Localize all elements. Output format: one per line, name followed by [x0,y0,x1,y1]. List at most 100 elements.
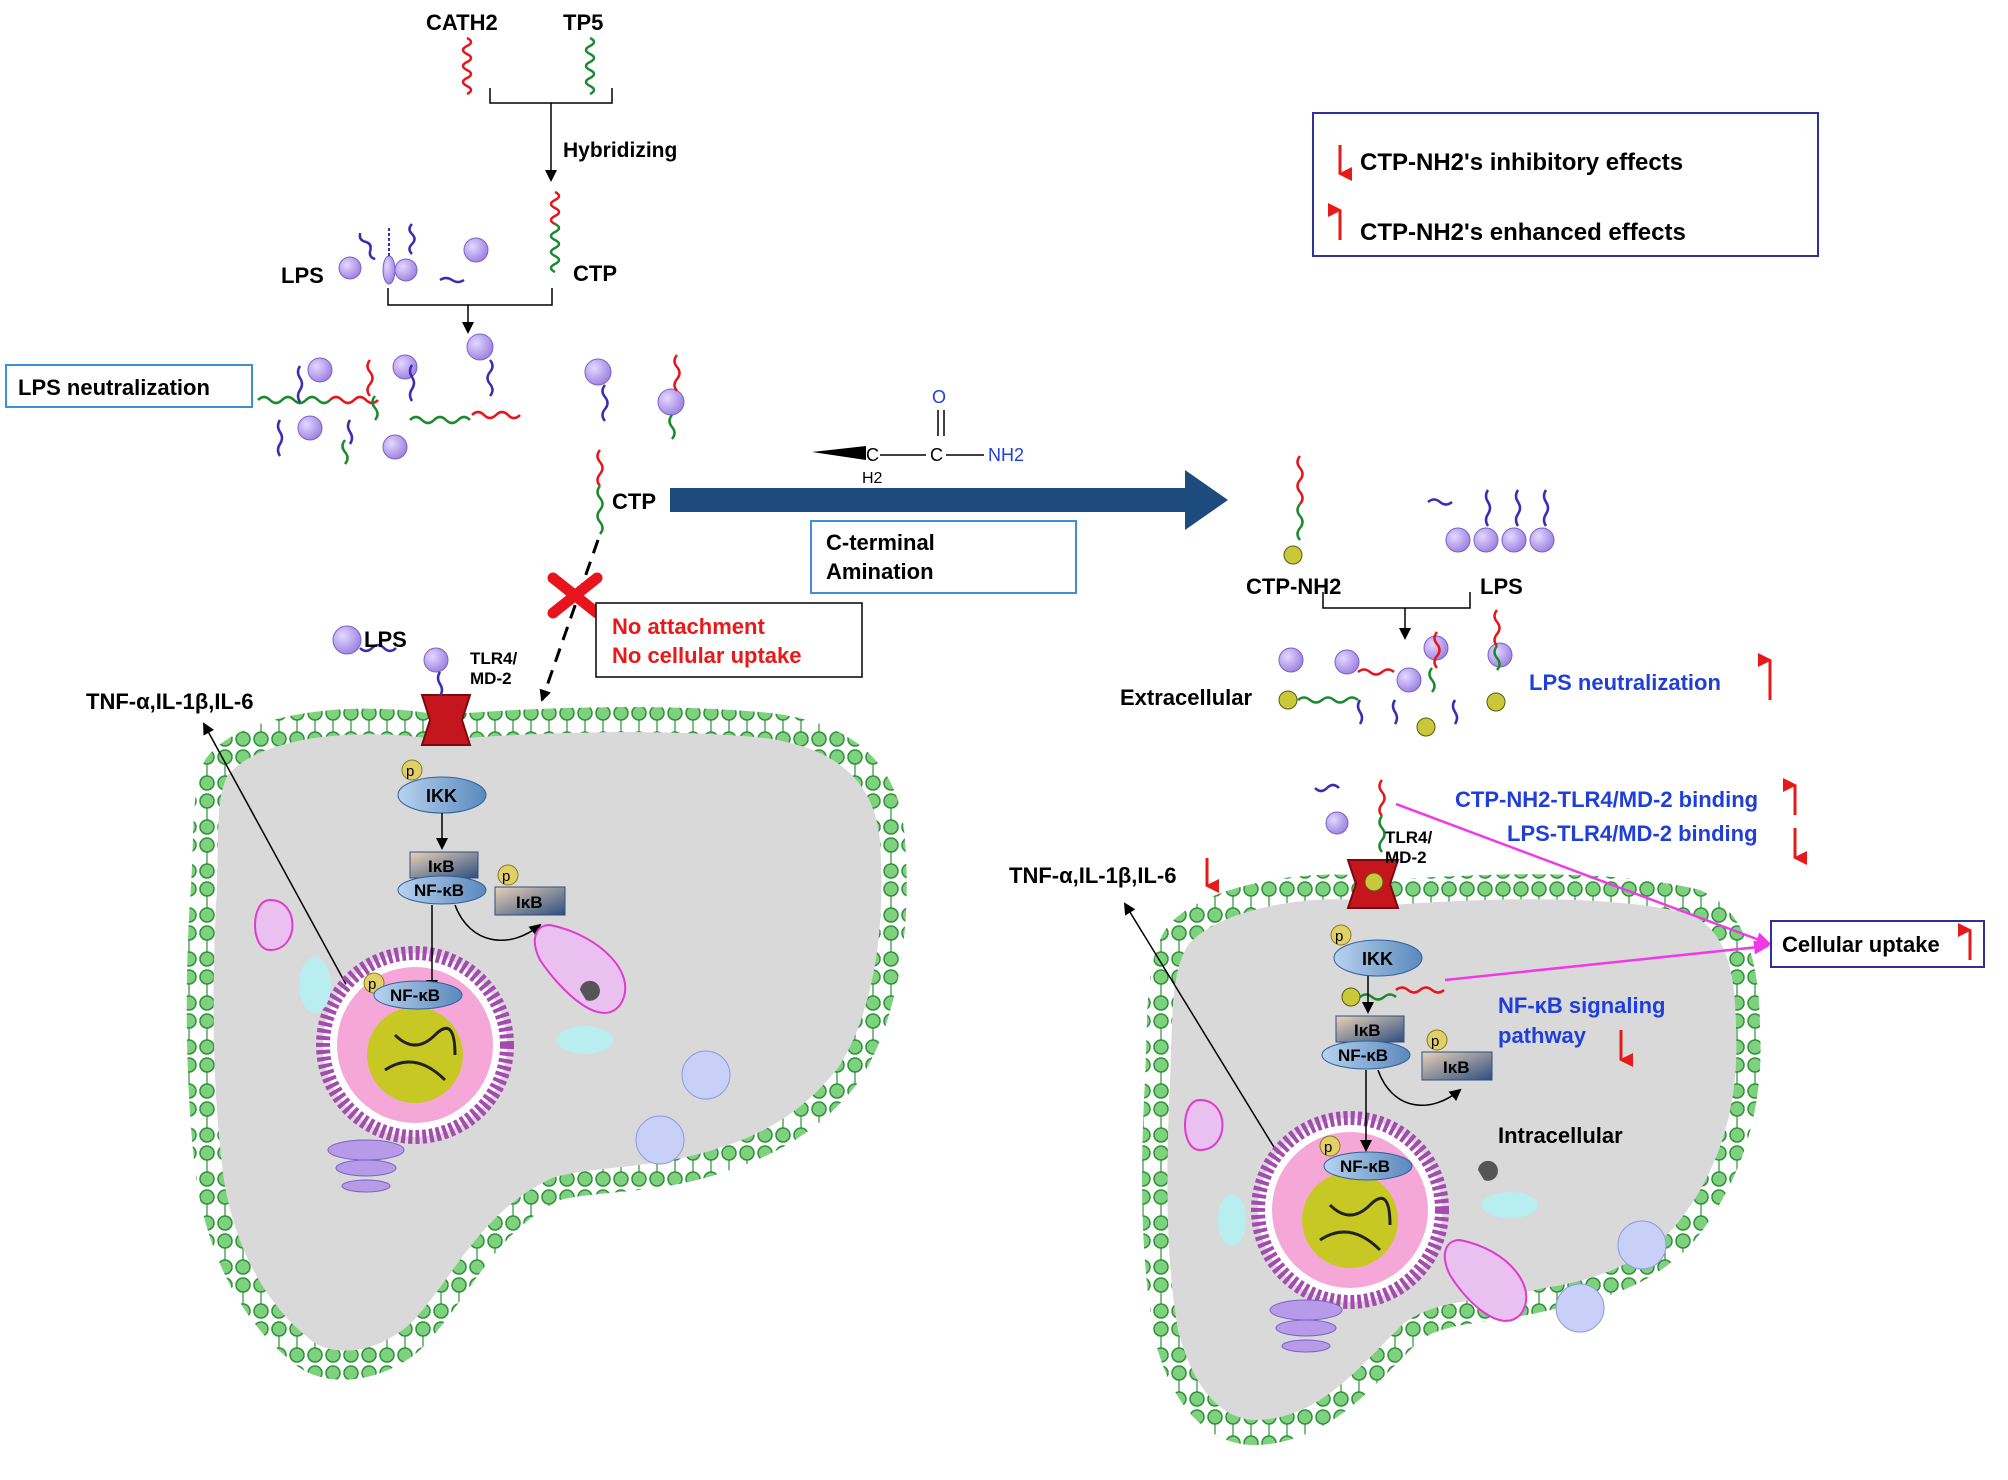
chem-carbon-1: C [866,445,879,465]
tp5-label: TP5 [563,10,603,35]
p-tag-left: p [406,763,414,780]
nfkb-left [397,875,487,905]
centriole-icon [580,980,600,1001]
amination-line1: C-terminal [826,530,935,555]
left-cell: LPS TLR4/ MD-2 TNF-α,IL-1β,IL-6 p IKK Iκ… [86,625,907,1380]
svg-text:IκB: IκB [516,893,542,912]
ctp-green-part [549,222,561,274]
vesicle-icon [1218,1194,1246,1246]
uptake-arrow-2 [1444,940,1770,982]
cellular-uptake-label: Cellular uptake [1782,932,1940,957]
svg-text:NF-κB: NF-κB [390,986,440,1005]
cellular-uptake-box [1770,920,1985,968]
intracellular-label: Intracellular [1498,1123,1623,1148]
ikk-right [1333,939,1423,977]
right-cell: TLR4/ MD-2 CTP-NH2-TLR4/MD-2 binding LPS… [1009,778,1985,1446]
right-extracellular: CTP-NH2 LPS Extracellular LPS neutraliza… [1120,455,1772,737]
svg-text:p: p [368,976,376,993]
uptake-arrow-1 [1395,802,1772,946]
lysosome-icon [635,1115,685,1165]
chem-oxygen: O [932,387,946,407]
mitochondrion-icon [1443,1239,1528,1322]
cytokine-release-arrow-right [1123,902,1289,1171]
svg-text:IKK: IKK [426,786,457,806]
right-cytoplasm [1167,899,1737,1421]
receptor-label-right-1: TLR4/ [1385,828,1433,847]
lps-label-left: LPS [364,627,407,652]
vesicle-icon [557,1026,613,1054]
hybridization-section: CATH2 TP5 Hybridizing CTP LPS [281,10,677,334]
svg-text:IκB: IκB [428,857,454,876]
svg-text:p: p [1324,1139,1332,1156]
mix-bracket [387,288,553,306]
receptor-label-left-1: TLR4/ [470,649,518,668]
nfkb-signaling-line2: pathway [1498,1023,1587,1048]
receptor-label-right-2: MD-2 [1385,848,1427,867]
cath2-label: CATH2 [426,10,498,35]
right-nucleus [1251,1111,1449,1309]
lps-neutralization-box [5,364,253,408]
chem-nh2: NH2 [988,445,1024,465]
svg-text:IKK: IKK [1362,949,1393,969]
svg-text:NF-κB: NF-κB [1338,1046,1388,1065]
svg-text:NF-κB: NF-κB [1340,1157,1390,1176]
binding-lps-label: LPS-TLR4/MD-2 binding [1507,821,1758,846]
receptor-label-left-2: MD-2 [470,669,512,688]
ctp-red-part [549,190,561,226]
nh2-cap-icon [1283,545,1303,565]
tp5-chain [584,36,596,96]
lysosome-icon [1617,1220,1667,1270]
ctp-label-left: CTP [612,489,656,514]
lps-row-right [1427,489,1555,553]
ikb-free-left [494,886,566,916]
chem-carbon-2: C [930,445,943,465]
blocked-entry-arrow [539,539,600,702]
nfkb-signaling-line1: NF-κB signaling [1498,993,1665,1018]
free-ctp-blocked: CTP No attachment No cellular uptake [539,449,863,702]
golgi-icon [327,1139,405,1161]
vesicle-icon [1482,1192,1538,1218]
legend-inhibitory: CTP-NH2's inhibitory effects [1360,149,1683,176]
extracellular-label: Extracellular [1120,685,1253,710]
svg-text:IκB: IκB [1354,1021,1380,1040]
legend-box [1312,112,1819,257]
no-uptake-label: No cellular uptake [612,643,802,668]
no-attachment-box [595,602,863,678]
binding-ctp-label: CTP-NH2-TLR4/MD-2 binding [1455,787,1758,812]
svg-text:p: p [1431,1033,1439,1050]
right-tlr4-receptor-icon [1346,859,1400,909]
ctp-nh2-label: CTP-NH2 [1246,574,1341,599]
cytokines-left: TNF-α,IL-1β,IL-6 [86,689,254,714]
ikb-left [409,851,479,879]
amination-box [810,520,1077,594]
effects-legend: CTP-NH2's inhibitory effects CTP-NH2's e… [1312,112,1819,257]
blocked-x-icon [547,572,603,619]
lysosome-icon [1555,1283,1605,1333]
ctp-label-top: CTP [573,261,617,286]
cytokine-release-arrow-left [203,722,361,1011]
amination-step: O C C H2 NH2 C-terminal Amination [670,387,1228,594]
lps-cluster-top [338,223,489,285]
legend-enhanced: CTP-NH2's enhanced effects [1360,219,1686,246]
lps-label-top: LPS [281,263,324,288]
left-tlr4-receptor-icon [420,694,472,746]
centriole-icon [1478,1160,1498,1181]
svg-text:p: p [502,868,510,885]
ikb-free-right [1421,1051,1493,1081]
mitochondrion-icon [254,899,294,952]
mitochondrion-icon [533,924,627,1014]
cytokines-right: TNF-α,IL-1β,IL-6 [1009,863,1177,888]
nfkb-nuclear-right [1323,1151,1413,1181]
svg-text:IκB: IκB [1443,1058,1469,1077]
lysosome-icon [681,1050,731,1100]
svg-text:p: p [1335,928,1343,945]
lps-label-right: LPS [1480,574,1523,599]
left-cytoplasm [213,732,882,1351]
nfkb-right [1321,1040,1411,1070]
left-nucleus [316,946,514,1144]
dna-icon [1319,1196,1392,1252]
svg-text:NF-κB: NF-κB [414,881,464,900]
chem-wedge-bond [812,446,866,460]
amination-arrow [670,470,1228,530]
